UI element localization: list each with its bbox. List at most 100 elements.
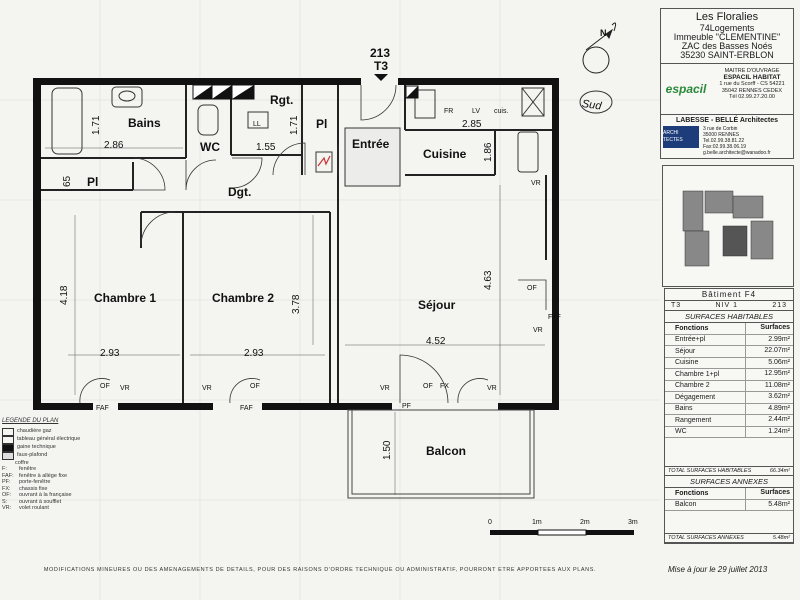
footer-notes: MODIFICATIONS MINEURES OU DES AMENAGEMEN…: [43, 567, 597, 573]
hab-title: SURFACES HABITABLES: [665, 311, 793, 323]
svg-text:FX: FX: [440, 383, 449, 390]
room-chambre-1: Chambre 1: [94, 291, 156, 305]
svg-text:VR: VR: [380, 385, 390, 392]
svg-text:VR: VR: [120, 385, 130, 392]
svg-text:FAF: FAF: [548, 314, 561, 321]
door-swings: [79, 84, 547, 404]
key-plan-drawing: [682, 190, 774, 267]
surfaces-table: Bâtiment F4 T3 NIV 1 213 SURFACES HABITA…: [664, 288, 794, 544]
building-label: Bâtiment F4: [665, 289, 793, 301]
room-placard-left: Pl: [87, 175, 98, 189]
dimension-values: 1.71 2.86 1.71 1.55 2.85 1.86 65 4.18 3.…: [59, 115, 494, 460]
title-block: Les Floralies 74Logements Immeuble "CLEM…: [660, 8, 794, 159]
dim-chambre2-width: 2.93: [244, 348, 264, 359]
svg-text:0: 0: [488, 519, 492, 526]
architectes-logo: ARCHI TECTES: [663, 126, 699, 148]
dim-rgt-height: 1.71: [289, 115, 300, 135]
fixtures: [51, 86, 545, 187]
svg-text:FR: FR: [444, 108, 453, 115]
plan-legend: LEGENDE DU PLAN chaudière gaz tableau gé…: [2, 418, 92, 512]
table-header: Fonctions Surfaces: [665, 323, 793, 335]
shaft-icon: [2, 443, 14, 452]
floor-plan: N Bains WC Rgt. Pl Entrée Cuisine Pl Dgt…: [0, 0, 660, 600]
apartment-number: 213: [370, 46, 390, 60]
annex-header: Fonctions Surfaces: [665, 488, 793, 500]
technical-shafts: [192, 84, 419, 100]
electrical-panel-icon: [315, 151, 333, 173]
total-annex: TOTAL SURFACES ANNEXES 5.48m²: [665, 533, 793, 543]
room-sejour: Séjour: [418, 298, 456, 312]
architect-block: LABESSE - BELLÉ Architectes ARCHI TECTES…: [663, 117, 779, 156]
room-labels: Bains WC Rgt. Pl Entrée Cuisine Pl Dgt. …: [87, 93, 467, 458]
room-placard-top: Pl: [316, 117, 327, 131]
dim-placard-depth: 65: [62, 175, 73, 187]
sink-icon: [111, 86, 143, 108]
svg-text:1m: 1m: [532, 519, 542, 526]
svg-text:OF: OF: [527, 285, 537, 292]
north-compass-icon: N: [579, 22, 617, 114]
svg-text:FAF: FAF: [240, 405, 253, 412]
key-plan: [662, 165, 794, 287]
opening-codes: LL FR LV cuis. F VR OF VR FAF OF VR VR O…: [96, 108, 561, 412]
dim-chambre2-height: 3.78: [291, 294, 302, 314]
svg-text:N: N: [600, 28, 607, 38]
balcony-outline: [347, 409, 535, 499]
room-chambre-2: Chambre 2: [212, 291, 274, 305]
kitchen-counter: [414, 89, 436, 119]
room-entree: Entrée: [352, 137, 390, 151]
svg-text:VR: VR: [531, 180, 541, 187]
svg-text:VR: VR: [533, 327, 543, 334]
dimension-lines: [45, 147, 545, 495]
espacil-logo: espacil: [665, 82, 707, 96]
boiler-icon: [2, 427, 14, 436]
kitchen-sink-icon: [517, 131, 539, 173]
svg-text:OF: OF: [250, 383, 260, 390]
svg-text:LV: LV: [472, 108, 480, 115]
panel-icon: [2, 435, 14, 444]
project-header: Les Floralies 74Logements Immeuble "CLEM…: [661, 9, 793, 64]
room-wc: WC: [200, 140, 220, 154]
false-ceiling-icon: [2, 451, 14, 460]
apartment-type: T3: [374, 59, 388, 73]
svg-text:VR: VR: [202, 385, 212, 392]
annex-title: SURFACES ANNEXES: [665, 476, 793, 488]
dim-wc-width: 1.55: [256, 142, 276, 153]
project-name: Les Floralies: [695, 11, 759, 23]
room-balcon: Balcon: [426, 444, 466, 458]
legend-title: LEGENDE DU PLAN: [2, 418, 59, 424]
dim-bains-width: 2.86: [104, 140, 124, 151]
unit-meta: T3 NIV 1 213: [665, 301, 793, 311]
dim-sejour-height: 4.63: [483, 270, 494, 290]
bathtub-icon: [51, 87, 83, 155]
room-rangement: Rgt.: [270, 93, 293, 107]
total-habitable: TOTAL SURFACES HABITABLES 66.34m²: [665, 466, 793, 476]
svg-text:F: F: [553, 161, 557, 168]
svg-text:2m: 2m: [580, 519, 590, 526]
dim-chambre1-height: 4.18: [59, 285, 70, 305]
room-degagement: Dgt.: [228, 185, 251, 199]
dim-bains-height: 1.71: [91, 115, 102, 135]
exterior-walls: [33, 78, 559, 410]
update-date: Mise à jour le 29 juillet 2013: [668, 565, 768, 574]
svg-text:FAF: FAF: [96, 405, 109, 412]
dim-cuisine-width: 2.85: [462, 119, 482, 130]
scale-labels: 0 1m 2m 3m: [488, 519, 638, 526]
dim-balcon-depth: 1.50: [382, 440, 393, 460]
owner-block: espacil MAITRE D'OUVRAGE ESPACIL HABITAT…: [661, 64, 793, 115]
handwritten-sud: Sud: [581, 98, 603, 113]
gas-boiler-icon: [521, 87, 545, 117]
toilet-icon: [197, 104, 219, 136]
false-ceiling-area: [344, 127, 401, 187]
scale-bar: [490, 529, 634, 536]
svg-text:OF: OF: [423, 383, 433, 390]
apartment-id: 213 T3: [370, 46, 390, 81]
